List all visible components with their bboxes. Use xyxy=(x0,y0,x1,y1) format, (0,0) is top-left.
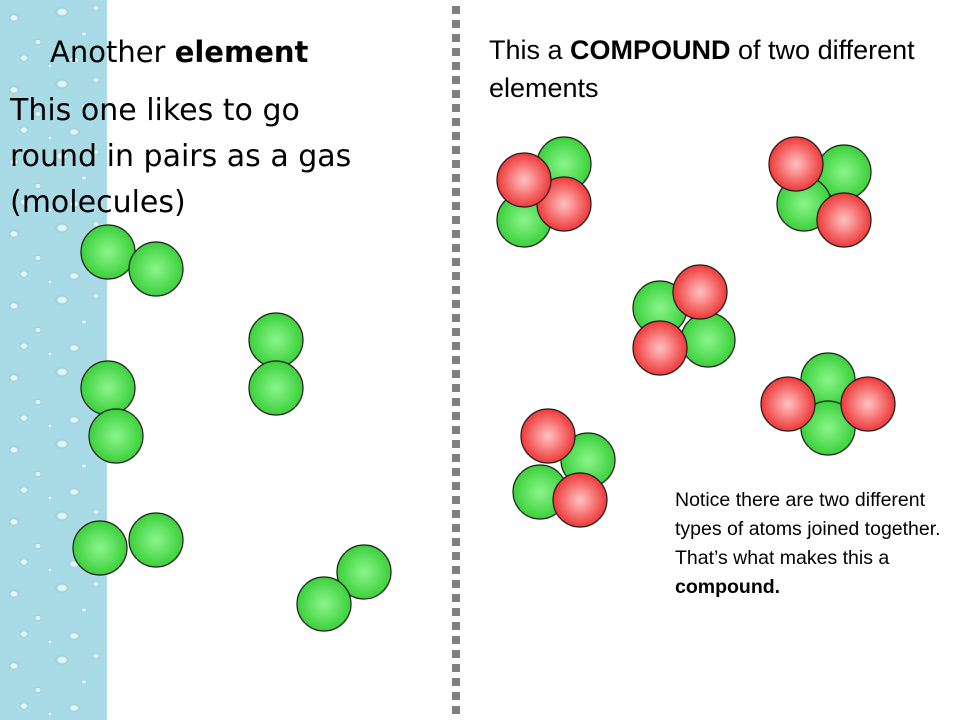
left-description-line: This one likes to go xyxy=(10,93,300,128)
left-title-prefix: Another xyxy=(50,35,175,69)
green-atom xyxy=(80,360,136,416)
compound-molecule xyxy=(512,408,616,528)
red-atom xyxy=(768,136,824,192)
compound-molecule xyxy=(496,136,592,248)
compound-molecule xyxy=(760,352,896,456)
left-description-line: (molecules) xyxy=(10,185,186,220)
green-atom xyxy=(680,312,736,368)
right-title-prefix: This a xyxy=(489,35,571,65)
element-molecule xyxy=(80,360,144,464)
element-molecule xyxy=(248,312,304,416)
red-atom xyxy=(840,376,896,432)
element-molecule xyxy=(72,512,184,576)
green-atom xyxy=(248,312,304,368)
left-title: Another element xyxy=(50,32,308,72)
green-atom xyxy=(128,241,184,297)
green-atom xyxy=(72,520,128,576)
water-droplet-strip xyxy=(0,0,107,720)
green-atom xyxy=(336,544,392,600)
green-atom xyxy=(128,512,184,568)
element-molecule xyxy=(80,224,184,297)
left-description-line: round in pairs as a gas xyxy=(10,139,352,174)
right-title-bold: COMPOUND xyxy=(570,35,731,65)
notice-body: Notice there are two different types of … xyxy=(675,489,941,569)
red-atom xyxy=(496,152,552,208)
compound-molecule xyxy=(632,264,736,376)
notice-bold: compound. xyxy=(675,576,781,598)
dashed-divider xyxy=(452,6,460,720)
green-atom xyxy=(88,408,144,464)
red-atom xyxy=(520,408,576,464)
element-molecule xyxy=(296,544,392,632)
notice-text: Notice there are two different types of … xyxy=(675,486,955,602)
left-title-bold: element xyxy=(174,35,309,69)
green-atom xyxy=(248,360,304,416)
left-description: This one likes to go round in pairs as a… xyxy=(10,88,450,226)
green-atom xyxy=(80,224,136,280)
red-atom xyxy=(632,320,688,376)
red-atom xyxy=(760,376,816,432)
red-atom xyxy=(672,264,728,320)
compound-molecule xyxy=(768,136,872,248)
right-title: This a COMPOUND of two different element… xyxy=(489,31,929,107)
red-atom xyxy=(552,472,608,528)
red-atom xyxy=(816,192,872,248)
right-title-suffix: of two different elements xyxy=(489,35,915,103)
green-atom xyxy=(296,576,352,632)
